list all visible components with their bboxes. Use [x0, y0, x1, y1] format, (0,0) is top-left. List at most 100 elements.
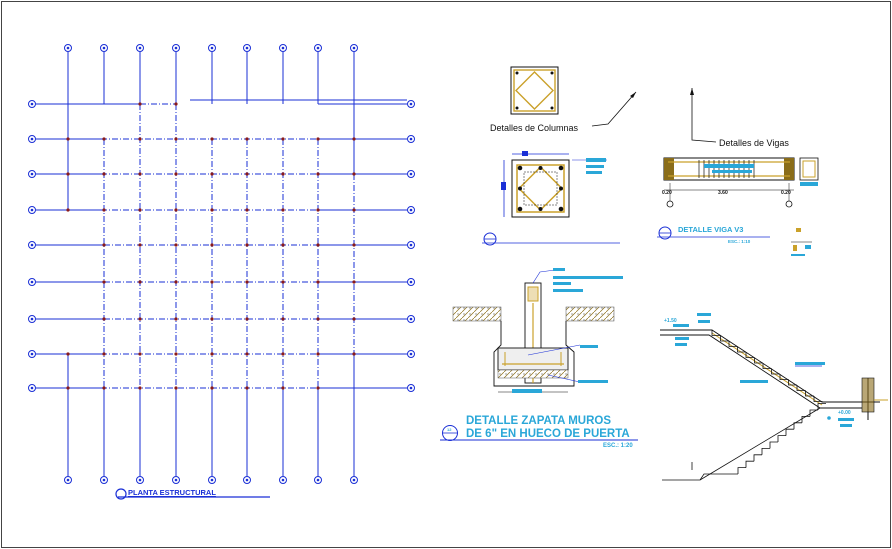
plan-axis-bubble — [100, 44, 108, 52]
plan-column-node — [66, 352, 70, 356]
plan-axis-bubble-dot — [316, 46, 320, 50]
plan-axis-bubble-dot — [30, 208, 34, 212]
plan-column-node — [102, 243, 106, 247]
plan-title-block: PLANTA ESTRUCTURAL — [115, 488, 270, 500]
footing-detail: DETALLE ZAPATA MUROS DE 6" EN HUECO DE P… — [440, 268, 638, 449]
plan-grid-lines — [36, 52, 407, 476]
plan-column-node — [316, 243, 320, 247]
plan-column-node — [210, 386, 214, 390]
plan-axis-bubble-dot — [138, 478, 142, 482]
plan-column-node — [174, 280, 178, 284]
footing-detail-section — [452, 268, 623, 393]
stair-step — [801, 415, 810, 423]
stair-step — [754, 357, 763, 364]
footing-detail-title-line2: DE 6" EN HUECO DE PUERTA — [466, 428, 630, 440]
column-section-icon — [510, 66, 559, 115]
stair-step — [745, 460, 754, 468]
plan-axis-bubble-dot — [174, 46, 178, 50]
plan-axis-bubble — [407, 384, 415, 392]
plan-column-node — [281, 386, 285, 390]
stair-step — [793, 422, 802, 430]
stair-step — [769, 441, 778, 449]
plan-column-node — [102, 386, 106, 390]
plan-axis-bubble-dot — [409, 137, 413, 141]
beam-detail-dim-mid: 3.60 — [718, 190, 728, 196]
stair-step — [785, 428, 794, 436]
plan-axis-bubble — [407, 350, 415, 358]
plan-column-node — [210, 280, 214, 284]
plan-column-node — [66, 208, 70, 212]
column-detail — [482, 151, 620, 246]
plan-column-node — [245, 280, 249, 284]
plan-axis-bubble — [279, 476, 287, 484]
plan-axis-bubble — [208, 44, 216, 52]
beam-legend-mini — [791, 228, 812, 256]
plan-axis-bubble-dot — [245, 46, 249, 50]
plan-axis-bubble-dot — [102, 46, 106, 50]
plan-axis-bubble — [28, 241, 36, 249]
stair-step — [779, 374, 789, 380]
plan-axis-bubble — [100, 476, 108, 484]
plan-column-node — [138, 137, 142, 141]
plan-axis-bubble — [279, 44, 287, 52]
plan-axis-bubble — [172, 476, 180, 484]
plan-axis-bubble-dot — [409, 352, 413, 356]
footing-detail-title-line1: DETALLE ZAPATA MUROS — [466, 415, 611, 427]
stair-step — [771, 368, 780, 375]
plan-column-node — [352, 208, 356, 212]
plan-axis-bubble-dot — [409, 102, 413, 106]
footing-detail-bubble-number: 12 — [447, 427, 452, 432]
plan-axis-bubble — [64, 44, 72, 52]
plan-column-node — [245, 386, 249, 390]
plan-axis-bubble — [28, 100, 36, 108]
stair-step — [720, 335, 729, 342]
stair-slab-bottom — [660, 334, 862, 409]
plan-axis-bubble-dot — [210, 478, 214, 482]
plan-column-node — [174, 317, 178, 321]
plan-axis-bubble — [28, 350, 36, 358]
stair-step — [737, 346, 746, 353]
plan-column-node — [210, 137, 214, 141]
stair-step — [753, 454, 762, 462]
plan-column-node — [316, 172, 320, 176]
plan-column-node — [210, 208, 214, 212]
callout-vigas-label: Detalles de Vigas — [719, 138, 789, 148]
plan-axis-bubble — [172, 44, 180, 52]
plan-axis-bubble-dot — [210, 46, 214, 50]
plan-column-node — [138, 280, 142, 284]
plan-axis-bubble — [407, 315, 415, 323]
plan-axis-bubble — [407, 135, 415, 143]
plan-column-node — [352, 243, 356, 247]
plan-axis-bubble — [407, 278, 415, 286]
plan-column-node — [174, 386, 178, 390]
plan-column-node — [281, 243, 285, 247]
plan-axis-bubble-dot — [30, 386, 34, 390]
plan-axis-bubble-dot — [30, 243, 34, 247]
beam-detail-elevation: 0.20 3.60 0.20 — [662, 157, 819, 208]
plan-column-node — [174, 102, 178, 106]
plan-column-node — [281, 208, 285, 212]
plan-axis-bubble-dot — [66, 478, 70, 482]
stair-steps-lower — [699, 403, 826, 481]
plan-column-node — [352, 280, 356, 284]
callout-vigas: Detalles de Vigas — [690, 88, 789, 148]
stair-step — [777, 435, 786, 442]
plan-column-node — [102, 352, 106, 356]
beam-detail-title: DETALLE VIGA V3 — [678, 225, 743, 234]
beam-detail-dim-right: 0.20 — [781, 190, 791, 196]
plan-column-node — [316, 137, 320, 141]
plan-column-node — [66, 172, 70, 176]
plan-column-node — [138, 102, 142, 106]
stair-steps-upper — [711, 330, 823, 402]
plan-axis-bubble-dot — [352, 46, 356, 50]
plan-column-node — [102, 208, 106, 212]
stair-step — [761, 447, 770, 455]
plan-axis-bubble — [407, 206, 415, 214]
plan-column-node — [102, 280, 106, 284]
callout-vigas-leader — [691, 88, 717, 143]
stair-step — [813, 396, 823, 402]
plan-axis-bubble-dot — [409, 386, 413, 390]
plan-column-node — [174, 137, 178, 141]
plan-column-node — [174, 352, 178, 356]
plan-axis-bubble-dot — [30, 317, 34, 321]
